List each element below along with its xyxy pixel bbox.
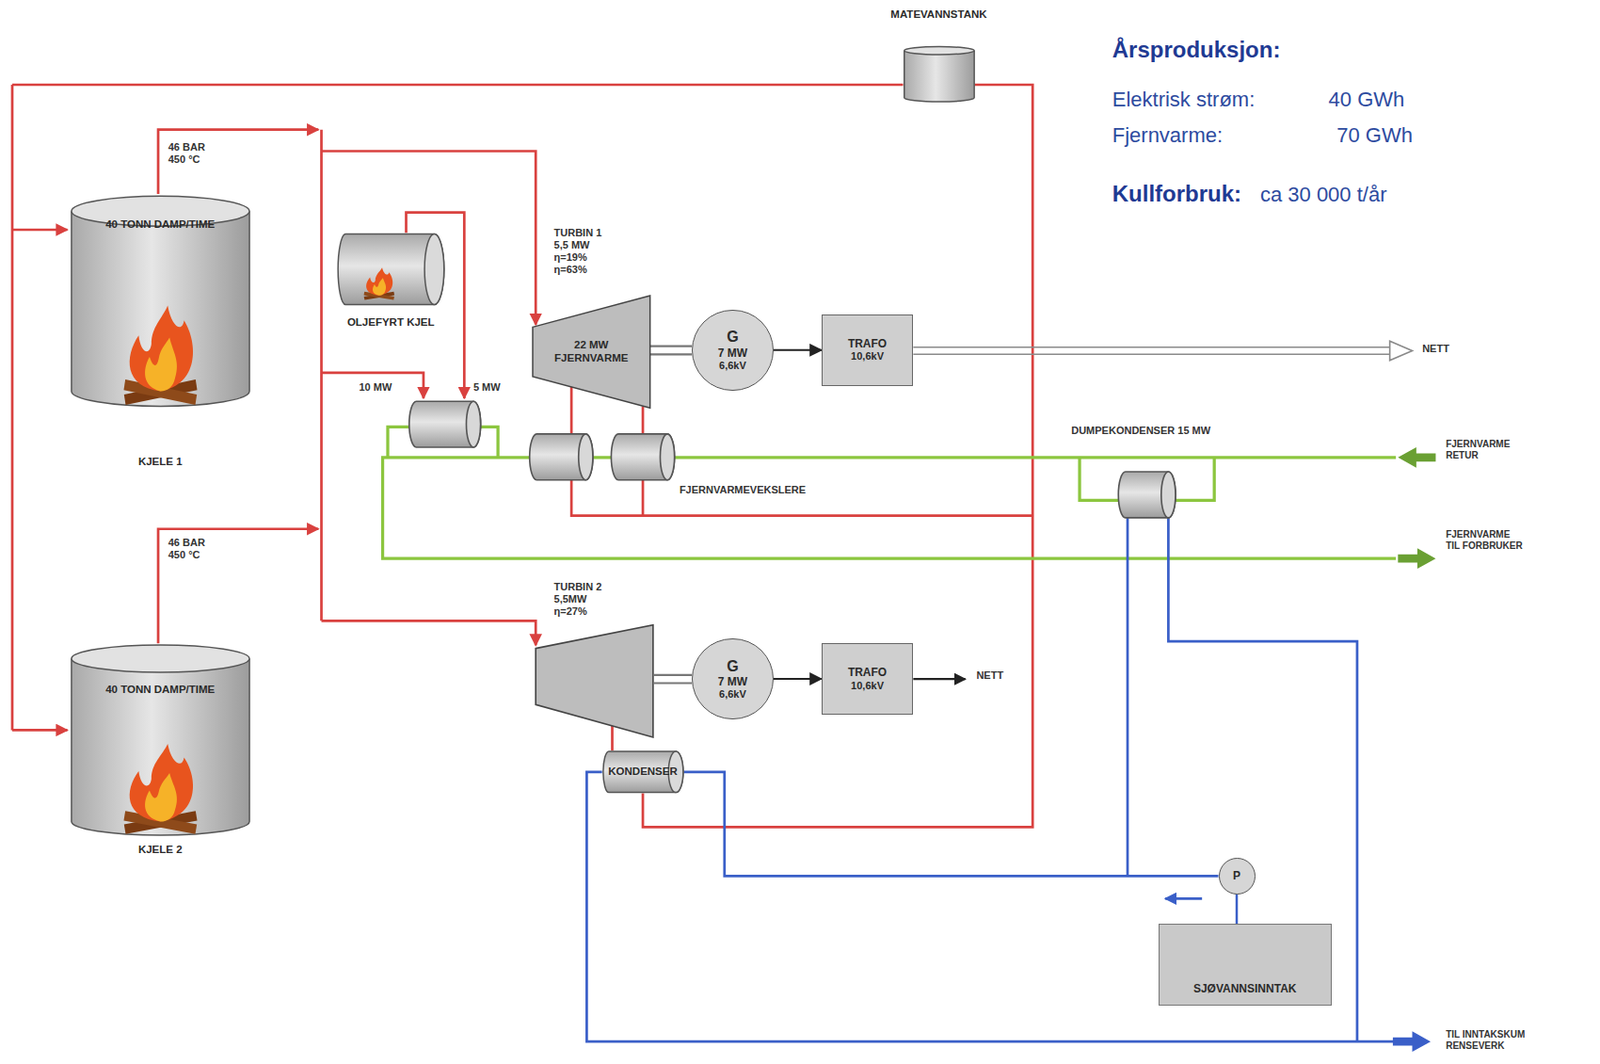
feedwater-tank: MATEVANNSTANK [903, 46, 976, 103]
generator: G7 MW6,6kV [691, 309, 774, 392]
text-label: MATEVANNSTANK [865, 8, 1013, 22]
text-label: KONDENSER [608, 765, 677, 779]
connector [773, 677, 822, 680]
shape-outline [69, 642, 252, 837]
annotation: TIL INNTAKSKUM RENSEVERK [1444, 1028, 1530, 1052]
shape-outline [336, 232, 446, 306]
transformer: TRAFO10,6kV [821, 314, 914, 386]
boiler: 40 TONN DAMP/TIMEKJELE 1 [69, 193, 252, 409]
turbine-2 [535, 624, 654, 737]
oil-boiler: OLJEFYRT KJEL [336, 232, 446, 306]
annotation: Elektrisk strøm: [1112, 87, 1256, 112]
text-label: 6,6kV [719, 688, 747, 701]
condenser: KONDENSER [602, 750, 685, 794]
pump: P [1218, 857, 1256, 895]
text-label: SJØVANNSINNTAK [1193, 981, 1297, 995]
text-label: OLJEFYRT KJEL [299, 316, 483, 330]
text-label: G [726, 327, 738, 346]
text-label: 7 MW [718, 674, 748, 688]
text-label: G [726, 656, 738, 675]
text-label: TRAFO [848, 665, 887, 679]
boiler: 40 TONN DAMP/TIMEKJELE 2 [69, 642, 252, 837]
seawater-intake: SJØVANNSINNTAK [1158, 923, 1332, 1006]
annotation: FJERNVARME RETUR [1444, 438, 1515, 462]
text-label: 10,6kV [850, 350, 884, 363]
text-label: 6,6kV [719, 359, 747, 372]
transformer: TRAFO10,6kV [821, 642, 914, 715]
text-label: 22 MW FJERNVARME [553, 338, 629, 366]
generator: G7 MW6,6kV [691, 638, 774, 720]
annotation: 46 BAR 450 °C [166, 536, 216, 561]
district-heating-pipes [383, 426, 1397, 559]
annotation: FJERNVARMEVEKSLERE [677, 483, 808, 496]
text-label: 7 MW [718, 346, 748, 360]
annotation: TURBIN 2 5,5MW η=27% [552, 580, 613, 619]
text-label: 40 TONN DAMP/TIME [32, 218, 289, 232]
text-label: 10,6kV [850, 679, 884, 692]
annotation: 70 GWh [1336, 123, 1413, 148]
annotation: NETT [974, 669, 1006, 682]
annotation: FJERNVARME TIL FORBRUKER [1444, 528, 1526, 552]
flow-arrows [1392, 447, 1437, 1052]
shape-outline [903, 46, 976, 103]
grid-lines [912, 340, 1412, 679]
annotation: DUMPEKONDENSER 15 MW [1069, 424, 1213, 437]
annotation: 10 MW [356, 381, 394, 394]
text-label: KJELE 2 [32, 843, 289, 857]
connector [773, 349, 822, 352]
annotation: 5 MW [471, 381, 503, 394]
text-label: P [1232, 868, 1241, 882]
annotation: NETT [1420, 342, 1452, 355]
annotation: Årsproduksjon: [1112, 36, 1281, 64]
shafts [650, 346, 692, 684]
text-label: KJELE 1 [32, 455, 289, 469]
heat-exchangers [409, 400, 1176, 518]
annotation: TURBIN 1 5,5 MW η=19% η=63% [552, 226, 613, 277]
turbine: 22 MW FJERNVARME [532, 295, 651, 408]
text-label: 40 TONN DAMP/TIME [32, 683, 289, 697]
cooling-water-pipes [586, 517, 1394, 1041]
annotation: ca 30 000 t/år [1260, 182, 1388, 208]
annotation: Kullforbruk: [1112, 180, 1242, 208]
annotation: Fjernvarme: [1112, 123, 1223, 148]
connector [1235, 894, 1239, 924]
annotation: 40 GWh [1328, 87, 1406, 112]
annotation: 46 BAR 450 °C [166, 141, 216, 166]
text-label: TRAFO [848, 336, 887, 351]
